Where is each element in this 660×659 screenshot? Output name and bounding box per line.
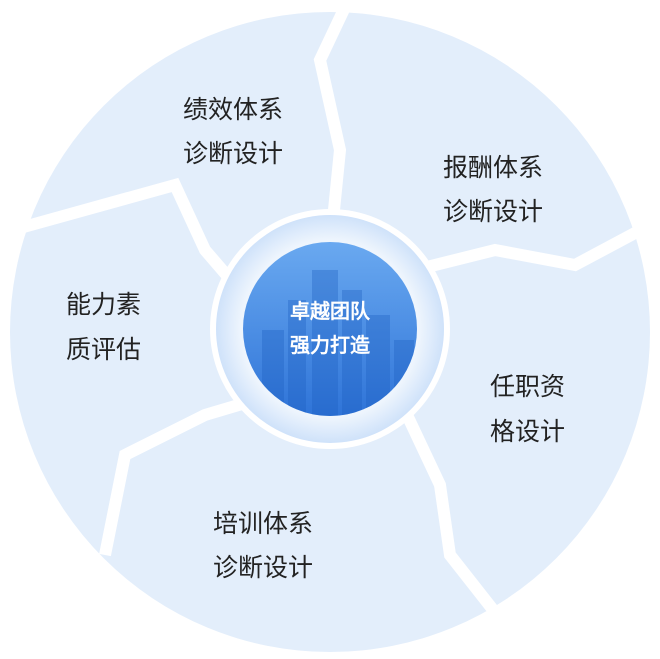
segment-performance-line1: 绩效体系 xyxy=(183,95,283,124)
divider-right xyxy=(393,219,653,281)
segment-competency-line1: 能力素 xyxy=(66,290,141,319)
segment-qualification-line1: 任职资 xyxy=(490,372,565,401)
segment-training: 培训体系 诊断设计 xyxy=(213,509,313,582)
segment-performance-line2: 诊断设计 xyxy=(183,139,283,168)
divider-bottom-left xyxy=(99,392,264,557)
segment-training-line2: 诊断设计 xyxy=(213,553,313,582)
segment-qualification-line2: 格设计 xyxy=(490,417,565,446)
center-title-line1: 卓越团队 xyxy=(290,299,371,323)
segment-training-line1: 培训体系 xyxy=(213,509,313,538)
skyline-image xyxy=(262,270,414,416)
segment-compensation: 报酬体系 诊断设计 xyxy=(443,153,543,226)
segment-compensation-line1: 报酬体系 xyxy=(443,153,543,182)
center-core xyxy=(243,242,417,416)
divider-bottom-right xyxy=(394,397,510,629)
center-hub: 卓越团队 强力打造 xyxy=(210,209,450,449)
center-title-line2: 强力打造 xyxy=(290,333,371,357)
segment-performance: 绩效体系 诊断设计 xyxy=(183,95,283,168)
segment-qualification: 任职资 格设计 xyxy=(490,372,565,446)
divider-top xyxy=(313,2,352,251)
segment-competency-line2: 质评估 xyxy=(66,335,141,364)
segment-dividers xyxy=(18,2,653,629)
segment-competency: 能力素 质评估 xyxy=(66,290,141,364)
segment-compensation-line2: 诊断设计 xyxy=(443,197,543,226)
